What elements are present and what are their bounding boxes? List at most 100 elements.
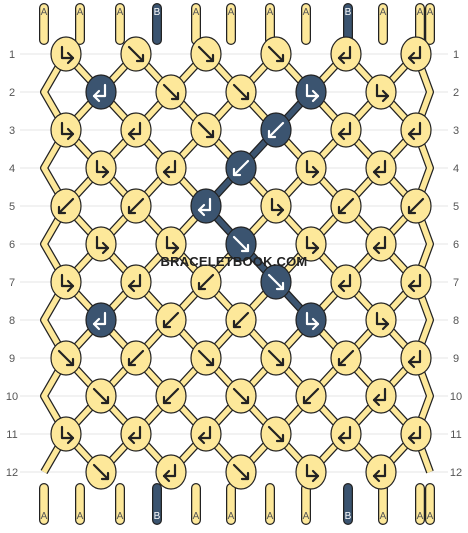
knot[interactable]	[155, 378, 187, 414]
knot-oval	[400, 112, 432, 148]
knot-arrow	[165, 235, 180, 250]
knot[interactable]	[190, 416, 222, 452]
knot[interactable]	[400, 416, 432, 452]
top-strand-label: A	[41, 7, 48, 18]
row-label-left: 4	[9, 163, 15, 175]
knot[interactable]	[260, 188, 292, 224]
knot-oval	[295, 74, 327, 110]
knot[interactable]	[365, 378, 397, 414]
knot[interactable]	[400, 36, 432, 72]
knot[interactable]	[295, 226, 327, 262]
knot[interactable]	[85, 74, 117, 110]
top-strand-label: A	[427, 7, 434, 18]
watermark-text: BRACELETBOOK.COM	[161, 254, 308, 269]
knot[interactable]	[155, 226, 187, 262]
knot[interactable]	[120, 36, 152, 72]
knot-arrow	[162, 159, 177, 174]
knot[interactable]	[85, 150, 117, 186]
knot-oval	[85, 226, 117, 262]
bottom-strand-label: A	[117, 511, 124, 522]
knot[interactable]	[120, 264, 152, 300]
knot[interactable]	[225, 378, 257, 414]
knot[interactable]	[50, 112, 82, 148]
knot[interactable]	[50, 416, 82, 452]
knot[interactable]	[260, 340, 292, 376]
knot-arrow	[372, 463, 387, 478]
top-strand-label: B	[154, 7, 161, 18]
knot[interactable]	[365, 226, 397, 262]
knot[interactable]	[190, 264, 222, 300]
knot[interactable]	[190, 36, 222, 72]
knot[interactable]	[50, 188, 82, 224]
knot[interactable]	[330, 416, 362, 452]
arrowhead	[57, 205, 67, 215]
knot-oval	[50, 416, 82, 452]
knot-arrow	[57, 349, 75, 367]
arrowhead	[162, 395, 172, 405]
knot[interactable]	[400, 340, 432, 376]
arrowhead	[127, 279, 136, 293]
row-label-right: 8	[453, 315, 459, 327]
knot[interactable]	[190, 188, 222, 224]
knot[interactable]	[85, 378, 117, 414]
knot[interactable]	[295, 302, 327, 338]
knot-arrow	[95, 159, 110, 174]
knot[interactable]	[85, 226, 117, 262]
knot-arrow	[197, 121, 215, 139]
knot[interactable]	[225, 454, 257, 490]
knot[interactable]	[85, 454, 117, 490]
knot[interactable]	[330, 340, 362, 376]
knot[interactable]	[225, 302, 257, 338]
knot[interactable]	[155, 454, 187, 490]
knot[interactable]	[50, 36, 82, 72]
arrowhead	[197, 431, 206, 445]
knot-oval	[400, 340, 432, 376]
knot[interactable]	[155, 150, 187, 186]
knot[interactable]	[225, 150, 257, 186]
knot[interactable]	[365, 74, 397, 110]
knot[interactable]	[155, 302, 187, 338]
knot[interactable]	[85, 302, 117, 338]
arrowhead	[65, 357, 75, 367]
knot-arrow	[127, 425, 142, 440]
arrowhead	[302, 395, 312, 405]
knot[interactable]	[365, 150, 397, 186]
knot[interactable]	[225, 74, 257, 110]
knot-arrow	[270, 197, 285, 212]
knot[interactable]	[260, 416, 292, 452]
knot[interactable]	[190, 340, 222, 376]
arrowhead	[311, 317, 320, 331]
knot[interactable]	[365, 454, 397, 490]
knot[interactable]	[400, 188, 432, 224]
knot[interactable]	[120, 416, 152, 452]
top-strand-label: A	[417, 7, 424, 18]
knot[interactable]	[330, 36, 362, 72]
knot[interactable]	[295, 454, 327, 490]
knot[interactable]	[120, 112, 152, 148]
knot[interactable]	[295, 378, 327, 414]
knot[interactable]	[225, 226, 257, 262]
knot[interactable]	[50, 264, 82, 300]
knot-oval	[120, 264, 152, 300]
knot[interactable]	[155, 74, 187, 110]
knot[interactable]	[400, 264, 432, 300]
knot[interactable]	[295, 74, 327, 110]
knot[interactable]	[190, 112, 222, 148]
knot[interactable]	[330, 188, 362, 224]
knot-oval	[50, 112, 82, 148]
knot[interactable]	[330, 112, 362, 148]
knot[interactable]	[120, 340, 152, 376]
arrowhead	[372, 165, 381, 179]
knot-oval	[365, 454, 397, 490]
knot[interactable]	[260, 36, 292, 72]
knot[interactable]	[295, 150, 327, 186]
knot-arrow	[407, 197, 425, 215]
knot[interactable]	[260, 112, 292, 148]
knot[interactable]	[400, 112, 432, 148]
knot[interactable]	[50, 340, 82, 376]
knot[interactable]	[330, 264, 362, 300]
knot[interactable]	[260, 264, 292, 300]
knot-arrow	[127, 121, 142, 136]
knot[interactable]	[120, 188, 152, 224]
knot[interactable]	[365, 302, 397, 338]
